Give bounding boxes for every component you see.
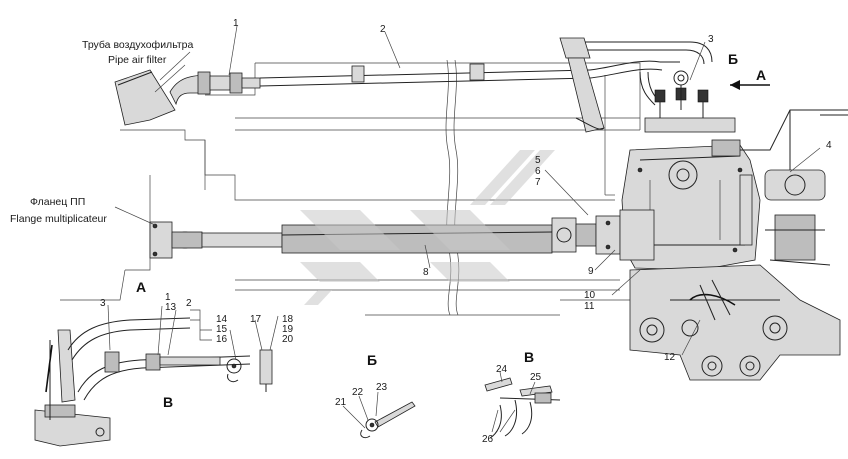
- pipe-air-filter-caption-en: Pipe air filter: [108, 54, 167, 66]
- driveshaft: [149, 209, 655, 261]
- view-a-callout-2: 2: [186, 298, 192, 309]
- main-view: Труба воздухофильтра Pipe air filter Фла…: [10, 18, 848, 381]
- callout-11: 11: [584, 301, 595, 312]
- pipe-air-filter-caption-ru: Труба воздухофильтра: [82, 39, 193, 51]
- callout-5: 5: [535, 155, 541, 166]
- callout-7: 7: [535, 177, 541, 188]
- flange-caption-ru: Фланец ПП: [30, 196, 85, 208]
- view-a-callout-3: 3: [100, 298, 106, 309]
- main-leaders: [114, 25, 821, 356]
- callout-1: 1: [233, 18, 239, 29]
- view-v-detail: В 24 25 26: [482, 349, 561, 445]
- mounting-bracket: [629, 264, 841, 381]
- air-filter-pipe: [114, 69, 261, 126]
- view-b-title: Б: [367, 352, 377, 368]
- view-v-callout-24: 24: [496, 364, 508, 375]
- view-b-callout-21: 21: [335, 397, 347, 408]
- view-a-callout-18: 18: [282, 314, 294, 325]
- view-a-callout-15: 15: [216, 324, 228, 335]
- view-v-marker: В: [163, 394, 173, 410]
- view-a-title: А: [136, 279, 146, 295]
- watermark-logo: [300, 150, 555, 305]
- long-hose: [259, 37, 713, 133]
- view-a-callout-1: 1: [165, 292, 171, 303]
- view-v-callout-26: 26: [482, 434, 494, 445]
- view-a-callout-20: 20: [282, 334, 294, 345]
- callout-4: 4: [826, 140, 832, 151]
- callout-6: 6: [535, 166, 541, 177]
- callout-3: 3: [708, 34, 714, 45]
- view-a-callout-17: 17: [250, 314, 262, 325]
- view-a-detail: А 3 1 13 2 14 15 16 17 18 19: [34, 279, 294, 447]
- view-b-detail: Б 21 22 23: [335, 352, 416, 439]
- right-universal-joint: [764, 169, 831, 266]
- flange-caption-en: Flange multiplicateur: [10, 213, 107, 225]
- callout-12: 12: [664, 352, 676, 363]
- view-b-callout-23: 23: [376, 382, 388, 393]
- view-b-callout-22: 22: [352, 387, 364, 398]
- gearbox: [621, 109, 848, 271]
- view-b-arrow-label: Б: [728, 51, 738, 67]
- view-a-arrow-label: А: [756, 67, 766, 83]
- callout-8: 8: [423, 267, 429, 278]
- view-a-callout-19: 19: [282, 324, 294, 335]
- callout-10: 10: [584, 290, 596, 301]
- view-a-callout-13: 13: [165, 302, 177, 313]
- view-a-callout-14: 14: [216, 314, 228, 325]
- view-v-title: В: [524, 349, 534, 365]
- top-fittings: [644, 70, 736, 133]
- view-a-callout-16: 16: [216, 334, 228, 345]
- callout-2: 2: [380, 24, 386, 35]
- view-v-callout-25: 25: [530, 372, 542, 383]
- callout-9: 9: [588, 266, 594, 277]
